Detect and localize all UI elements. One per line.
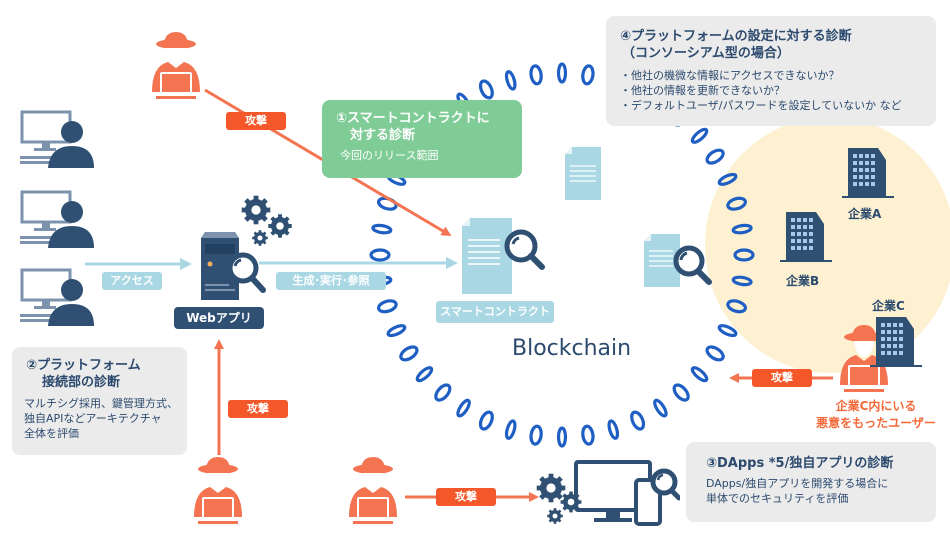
- building-icon: [780, 212, 832, 262]
- title-line: 接続部の診断: [42, 375, 121, 390]
- dapps-box-title: ③DApps *5/独自アプリの診断: [706, 456, 894, 471]
- company-c-label: 企業C: [872, 299, 905, 313]
- blockchain-label: Blockchain: [512, 336, 632, 361]
- malicious-user-line: 悪意をもったユーザー: [816, 416, 936, 430]
- text-line: 全体を評価: [24, 427, 79, 440]
- gears-icon: [241, 195, 292, 246]
- chain-link: [529, 424, 543, 446]
- chain-link: [717, 324, 738, 338]
- chain-link: [478, 410, 494, 431]
- text-line: 単体でのセキュリティを評価: [706, 492, 849, 505]
- chain-link: [478, 79, 494, 100]
- chain-link: [607, 419, 620, 440]
- text-line: マルチシグ採用、鍵管理方式、: [24, 397, 178, 410]
- building-icon: [870, 317, 922, 367]
- chain-link: [556, 426, 568, 448]
- dapps-diagnosis-box: ③DApps *5/独自アプリの診断 DApps/独自アプリを開発する場合に 単…: [686, 442, 936, 522]
- chain-link: [690, 366, 709, 383]
- chain-link: [386, 324, 407, 338]
- chain-link: [733, 248, 755, 262]
- chain-link: [705, 345, 725, 362]
- building-icon: [842, 148, 894, 198]
- chain-link: [690, 127, 709, 144]
- chain-link: [581, 64, 595, 86]
- hacker-icon: [349, 457, 397, 524]
- chain-link: [369, 248, 391, 262]
- smart-contract-box-title: ①スマートコントラクトに 対する診断: [322, 100, 522, 144]
- chain-link: [653, 398, 668, 418]
- hacker-icon: [152, 32, 200, 99]
- platform-connection-box: ②プラットフォーム 接続部の診断 マルチシグ採用、鍵管理方式、 独自APIなどア…: [12, 347, 187, 455]
- chain-link: [529, 64, 543, 86]
- consortium-area: [705, 117, 950, 373]
- web-app-label: Webアプリ: [174, 307, 264, 329]
- release-scope-note: 今回のリリース範囲: [340, 149, 439, 162]
- chain-link: [726, 299, 747, 314]
- chain-link: [581, 424, 595, 446]
- bullet-item: ・デフォルトユーザ/パスワードを設定していないか など: [620, 99, 902, 112]
- platform-connection-title: ②プラットフォーム 接続部の診断: [12, 347, 187, 391]
- bullet-item: ・他社の情報を更新できないか？: [620, 84, 785, 97]
- title-line: ④プラットフォームの設定に対する診断: [620, 29, 852, 44]
- attack-tag: 攻撃: [228, 400, 288, 418]
- text-line: 独自APIなどアーキテクチャ: [24, 412, 162, 425]
- dapps-box-text: DApps/独自アプリを開発する場合に 単体でのセキュリティを評価: [686, 472, 936, 506]
- smart-contract-diagnosis-box: ①スマートコントラクトに 対する診断 今回のリリース範囲: [322, 100, 522, 178]
- company-b-label: 企業B: [786, 274, 820, 288]
- server-icon: [201, 232, 266, 300]
- attack-tag: 攻撃: [436, 488, 496, 506]
- platform-settings-bullets: ・他社の機微な情報にアクセスできないか？ ・他社の情報を更新できないか？ ・デフ…: [606, 62, 936, 113]
- chain-link: [434, 383, 452, 402]
- gears-icon: [536, 473, 582, 524]
- chain-link: [399, 345, 419, 362]
- platform-settings-title: ④プラットフォームの設定に対する診断 （コンソーシアム型の場合）: [606, 16, 936, 62]
- chain-link: [377, 299, 398, 314]
- user-computer-icon: [20, 268, 94, 326]
- attack-tag: 攻撃: [752, 369, 812, 387]
- title-line: ①スマートコントラクトに: [336, 111, 490, 126]
- title-line: 対する診断: [350, 128, 416, 143]
- chain-link: [504, 419, 517, 440]
- chain-link: [726, 196, 747, 211]
- chain-link: [731, 223, 753, 235]
- malicious-user-line: 企業C内にいる: [835, 399, 917, 413]
- chain-link: [705, 148, 725, 165]
- chain-link: [415, 366, 434, 383]
- chain-link: [504, 70, 517, 91]
- malicious-user-label: 企業C内にいる 悪意をもったユーザー: [806, 398, 946, 432]
- company-a-label: 企業A: [848, 207, 882, 221]
- platform-settings-box: ④プラットフォームの設定に対する診断 （コンソーシアム型の場合） ・他社の機微な…: [606, 16, 936, 126]
- document-icon: [565, 147, 601, 200]
- chain-link: [717, 172, 738, 186]
- smart-contract-document-icon: [462, 218, 545, 294]
- smart-contract-tag: スマートコントラクト: [436, 301, 554, 323]
- generate-execute-reference-tag: 生成･実行･参照: [276, 272, 386, 290]
- chain-link: [731, 275, 753, 287]
- chain-link: [630, 410, 646, 431]
- chain-link: [456, 398, 471, 418]
- access-tag: アクセス: [102, 272, 162, 290]
- document-magnifier-icon: [644, 234, 712, 287]
- monitor-phone-icon: [574, 460, 680, 526]
- hacker-icon: [194, 457, 242, 524]
- chain-link: [371, 223, 393, 235]
- chain-link: [556, 62, 568, 84]
- attack-tag: 攻撃: [226, 112, 286, 130]
- text-line: DApps/独自アプリを開発する場合に: [706, 477, 889, 490]
- title-line: ②プラットフォーム: [26, 358, 141, 373]
- bullet-item: ・他社の機微な情報にアクセスできないか？: [620, 69, 840, 82]
- title-line: （コンソーシアム型の場合）: [622, 46, 790, 61]
- chain-link: [672, 383, 690, 402]
- platform-connection-text: マルチシグ採用、鍵管理方式、 独自APIなどアーキテクチャ 全体を評価: [12, 391, 187, 441]
- user-computer-icon: [20, 190, 94, 248]
- user-computer-icon: [20, 110, 94, 168]
